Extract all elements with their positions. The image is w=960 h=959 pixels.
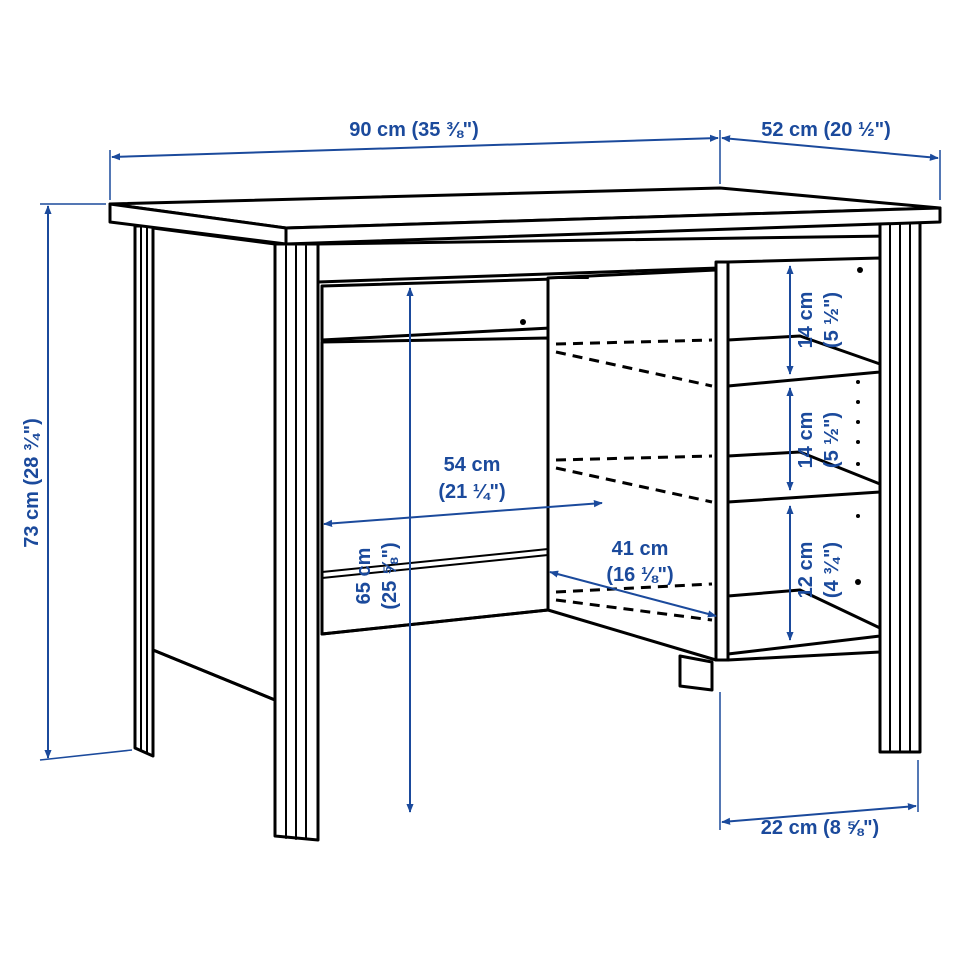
shelf-bottom-in: (4 ¾") (821, 542, 843, 598)
dimension-shelf-middle: 14 cm (5 ½") (786, 387, 843, 491)
dimension-knee-width: 54 cm (21 ¼") (323, 454, 603, 527)
front-left-leg (273, 242, 320, 842)
back-left-leg (133, 224, 155, 758)
dimension-shelf-top: 14 cm (5 ½") (786, 265, 843, 375)
shelf-middle-cm: 14 cm (795, 412, 817, 469)
back-right-foot (678, 654, 714, 692)
dimension-shelf-width: 22 cm (8 ⅝") (719, 692, 919, 839)
desk-drawing (108, 186, 942, 842)
knee-height-in: (25 ⅝") (379, 542, 401, 609)
left-lower-rail (151, 648, 277, 702)
dimension-annotations: 90 cm (35 ⅜") 52 cm (20 ½") 73 cm (28 ¾"… (21, 119, 941, 839)
shelf-top-in: (5 ½") (821, 292, 843, 348)
knee-height-cm: 65 cm (353, 548, 375, 605)
dimension-height: 73 cm (28 ¾") (21, 203, 133, 761)
knee-depth-cm: 41 cm (612, 538, 669, 560)
knee-width-in: (21 ¼") (438, 481, 505, 503)
dimension-knee-height: 65 cm (25 ⅝") (353, 287, 414, 813)
width-label: 90 cm (35 ⅜") (349, 119, 479, 141)
shelf-unit (714, 256, 882, 662)
dimension-shelf-bottom: 12 cm (4 ¾") (786, 505, 843, 641)
left-side-panel (151, 226, 277, 702)
shelf-top-cm: 14 cm (795, 292, 817, 349)
dimension-knee-depth: 41 cm (16 ⅛") (549, 538, 717, 618)
shelf-bottom-cm: 12 cm (795, 542, 817, 599)
table-top (108, 186, 942, 246)
shelf-width-label: 22 cm (8 ⅝") (761, 817, 879, 839)
depth-label: 52 cm (20 ½") (761, 119, 891, 141)
dimension-width: 90 cm (35 ⅜") (109, 119, 721, 200)
knee-width-cm: 54 cm (444, 454, 501, 476)
dimension-depth: 52 cm (20 ½") (721, 119, 941, 200)
front-right-leg (878, 220, 922, 754)
knee-depth-in: (16 ⅛") (606, 564, 673, 586)
shelf-middle-in: (5 ½") (821, 412, 843, 468)
height-label: 73 cm (28 ¾") (21, 418, 43, 548)
